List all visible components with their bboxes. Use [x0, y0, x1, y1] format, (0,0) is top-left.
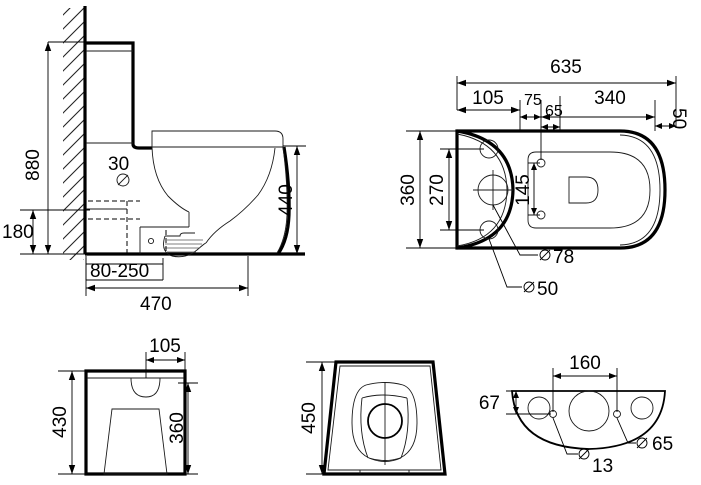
- dim-seg-65: [541, 96, 561, 131]
- dim-bolt-spacing: [552, 368, 618, 412]
- front-bowl-top-arc: [361, 394, 408, 399]
- bowl-interior-right: [205, 147, 276, 244]
- dim-bolt-spacing-label: 160: [569, 353, 601, 374]
- dim-seg-75-label: 75: [524, 92, 542, 109]
- front-bowl-bottom-arc: [368, 457, 402, 462]
- dim-front-height-label: 450: [299, 402, 320, 434]
- dim-width-bolts-label: 270: [427, 174, 448, 206]
- dim-depth-total-label: 470: [140, 294, 172, 315]
- dim-seg-50: [655, 123, 676, 129]
- dim-width-total-label: 360: [398, 174, 419, 206]
- dim-rear-height-total-label: 430: [50, 406, 71, 438]
- plan-seat-outline: [527, 151, 651, 229]
- dim-height-bowl: [283, 145, 306, 254]
- wall-hatching: [63, 8, 84, 260]
- dim-length-total: [456, 76, 677, 128]
- rear-notch-arc: [130, 377, 161, 398]
- dim-inlet-diameter-label: 30: [108, 154, 129, 175]
- leader-hole-dia-65: [616, 417, 648, 449]
- seat-lid-outline: [151, 130, 284, 148]
- trap-bowl-curve: [163, 235, 207, 258]
- view-rear-elevation: 430 360 105: [50, 336, 198, 476]
- view-front-elevation: 450: [299, 360, 447, 476]
- bottom-body-outline: [511, 390, 666, 450]
- dim-bolt-dia-label: 13: [592, 456, 613, 477]
- dim-height-total-label: 880: [23, 149, 44, 181]
- dim-rear-height-total: [58, 370, 90, 475]
- water-level-hatch: [164, 239, 203, 253]
- dim-width-145: [528, 162, 540, 216]
- bottom-side-hole-left: [527, 396, 551, 420]
- view-side-elevation: 30 880 180 440: [2, 6, 306, 315]
- trap-upper-left: [165, 232, 195, 237]
- dim-length-total-label: 635: [550, 57, 582, 78]
- rear-pedestal-outline: [103, 408, 168, 475]
- view-bottom-plan: 160 67 13 65: [479, 353, 673, 477]
- plan-flush-keyhole: [568, 176, 599, 204]
- leader-bolt-dia-13: [552, 417, 590, 460]
- dim-bolt-offset: [506, 390, 551, 415]
- leader-outlet-50: [488, 238, 535, 293]
- front-body-outline: [322, 360, 447, 476]
- diameter-symbol-13: [578, 448, 590, 460]
- bowl-interior-upper: [151, 146, 190, 213]
- view-plan-top: 635 105 75 65: [398, 57, 689, 300]
- dim-hole-dia-label: 65: [652, 434, 673, 455]
- bottom-side-hole-right: [630, 396, 654, 420]
- dim-height-total: [44, 41, 90, 255]
- dim-outlet-range-label: 80-250: [90, 261, 149, 282]
- dim-height-base-label: 180: [2, 222, 34, 243]
- dim-depth-total: [85, 256, 249, 296]
- plan-front-outer-inner: [619, 134, 661, 246]
- dim-seg-340-label: 340: [594, 88, 626, 109]
- dim-rear-notch-width: [145, 352, 186, 378]
- dim-width-total: [406, 130, 460, 249]
- front-outlet-circle: [367, 403, 403, 439]
- dim-outlet-50-label: 50: [537, 279, 558, 300]
- dim-width-145-label: 145: [513, 174, 534, 206]
- dim-width-bolts: [440, 148, 484, 231]
- dim-seg-340: [541, 100, 656, 131]
- plan-body-outline: [455, 129, 667, 250]
- front-bowl-right-rib: [400, 397, 409, 459]
- front-body-inner-outline: [327, 365, 442, 471]
- front-bowl-shroud: [351, 382, 418, 461]
- dim-seg-105-label: 105: [472, 88, 504, 109]
- tank-bowl-transition: [131, 143, 152, 150]
- diameter-symbol-50: [523, 281, 535, 293]
- dim-front-height: [306, 361, 338, 475]
- leader-outlet-78: [492, 204, 551, 261]
- bottom-center-hole: [568, 390, 610, 432]
- dim-outlet-78-label: 78: [553, 247, 574, 268]
- diameter-symbol-78: [539, 249, 551, 261]
- diameter-symbol-65: [636, 437, 648, 449]
- dim-bolt-offset-label: 67: [479, 393, 500, 414]
- dim-rear-height-body-label: 360: [167, 412, 188, 444]
- dim-seg-105: [457, 100, 521, 130]
- bowl-outer-profile: [276, 146, 291, 255]
- front-bowl-left-rib: [360, 397, 369, 459]
- dim-rear-height-body: [178, 382, 198, 475]
- dim-height-bowl-label: 440: [276, 184, 297, 216]
- inlet-diameter-symbol: [116, 173, 130, 187]
- dim-seg-50-label: 50: [668, 108, 689, 129]
- dim-seg-75: [520, 100, 542, 160]
- bowl-outer-inner-line: [276, 146, 288, 254]
- floor-bolt-hole: [147, 237, 155, 245]
- dim-rear-notch-width-label: 105: [149, 336, 181, 357]
- cistern-outline: [86, 41, 135, 144]
- dim-height-base: [20, 209, 90, 255]
